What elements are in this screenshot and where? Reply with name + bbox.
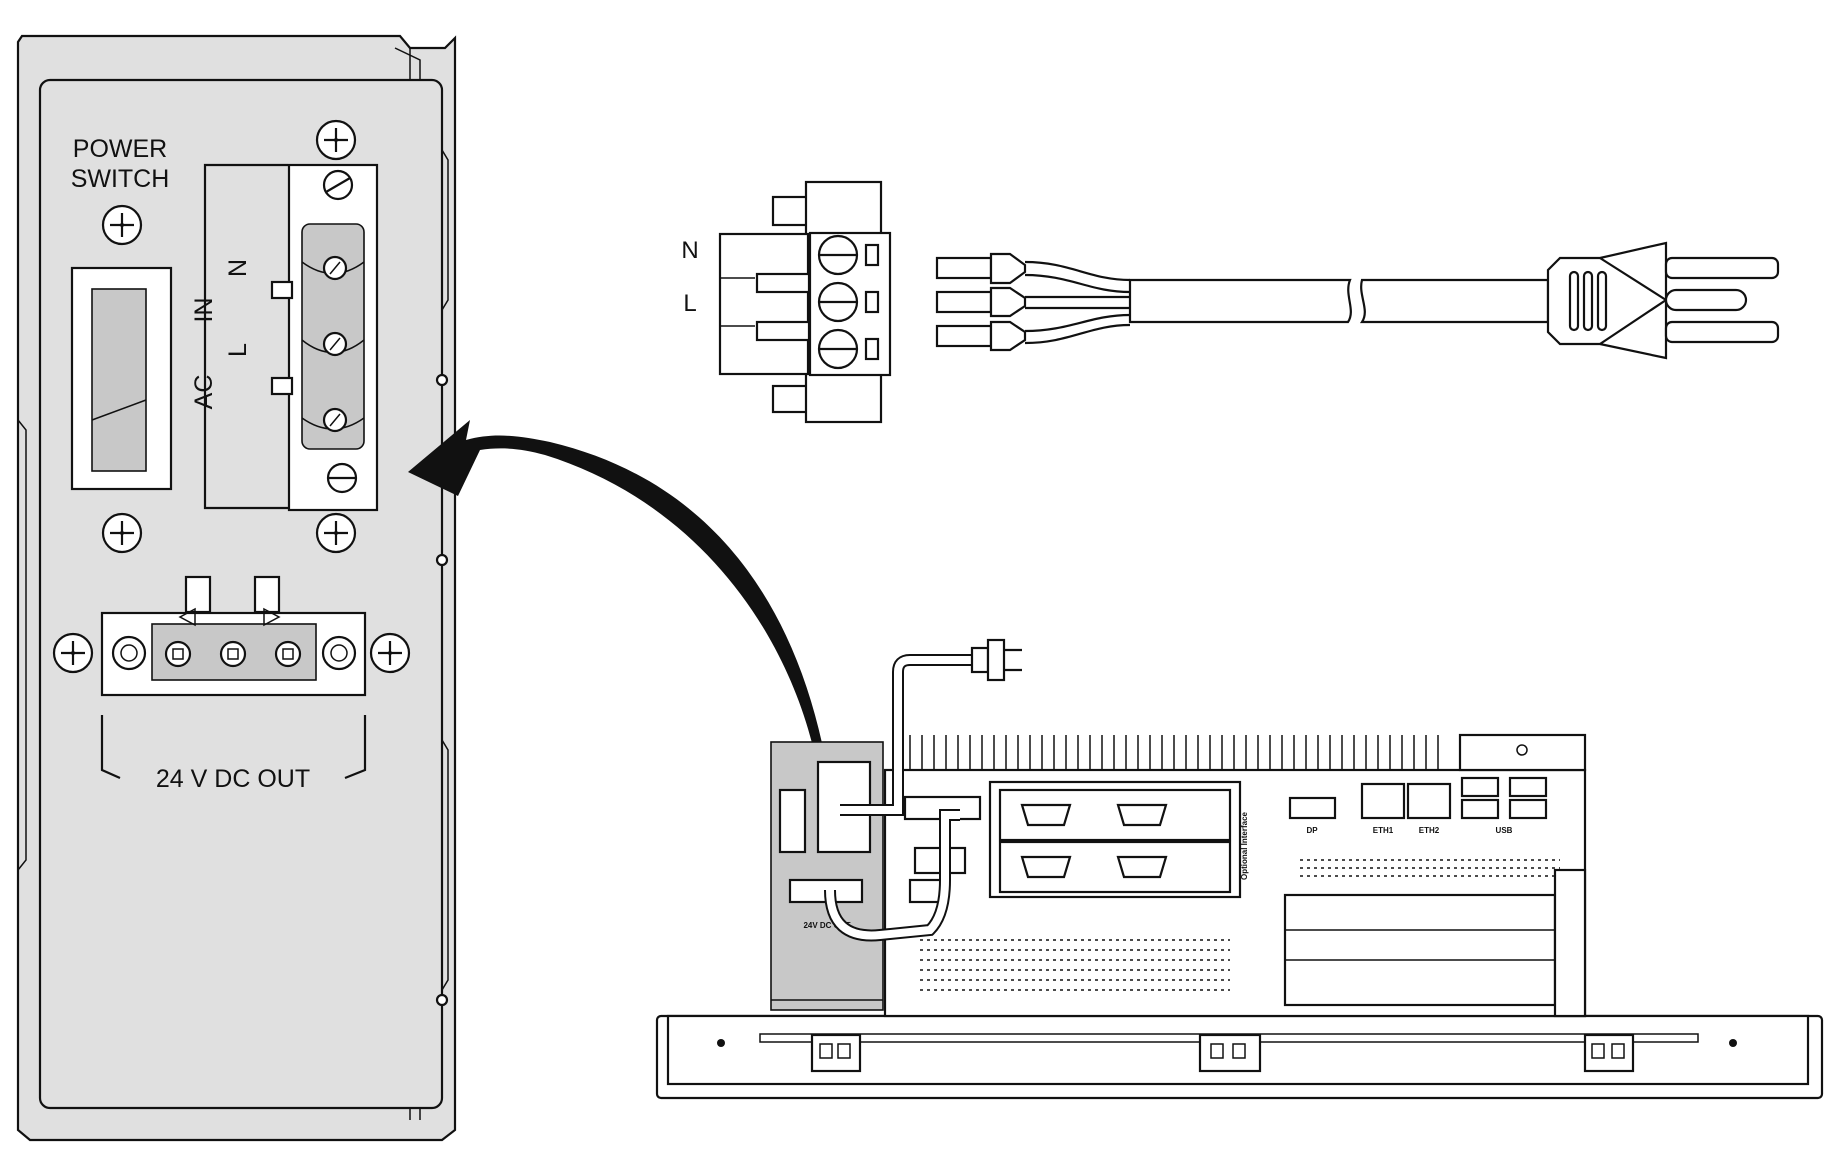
callout-arrow: [408, 420, 822, 743]
dc-out-terminal-block: [100, 575, 367, 697]
device-dc-label: 24V DC OUT: [803, 921, 850, 930]
screw-icon: [369, 632, 411, 674]
eth2-port-label: ETH2: [1419, 826, 1440, 835]
dp-port-label: DP: [1306, 826, 1318, 835]
panel-pc-device: Optional Interface DP ETH1 ETH2 USB 24V …: [655, 638, 1824, 1100]
connector-l-label: L: [683, 290, 696, 317]
dc-out-label: 24 V DC OUT: [156, 765, 310, 793]
usb-port-label: USB: [1496, 826, 1513, 835]
power-switch-label-2: SWITCH: [71, 165, 170, 193]
screw-icon: [315, 512, 357, 554]
l-terminal-label: L: [224, 343, 252, 357]
optional-interface-label: Optional Interface: [1240, 811, 1249, 880]
in-label: IN: [190, 298, 218, 323]
connector-n-label: N: [681, 237, 698, 264]
ac-label: AC: [190, 375, 218, 410]
screw-icon: [315, 119, 357, 161]
ac-in-terminal-block: [270, 163, 379, 512]
power-module-panel: POWER SWITCH AC IN L: [16, 34, 457, 1142]
screw-icon: [52, 632, 94, 674]
n-terminal-label: N: [224, 259, 252, 277]
power-rocker-switch[interactable]: [70, 266, 173, 491]
eth1-port-label: ETH1: [1373, 826, 1394, 835]
screw-icon: [101, 204, 143, 246]
panel-plate: [38, 78, 444, 1110]
power-cord: [935, 241, 1780, 360]
power-switch-label-1: POWER: [73, 135, 167, 163]
ac-connector-plug: N L: [681, 180, 892, 424]
screw-icon: [101, 512, 143, 554]
